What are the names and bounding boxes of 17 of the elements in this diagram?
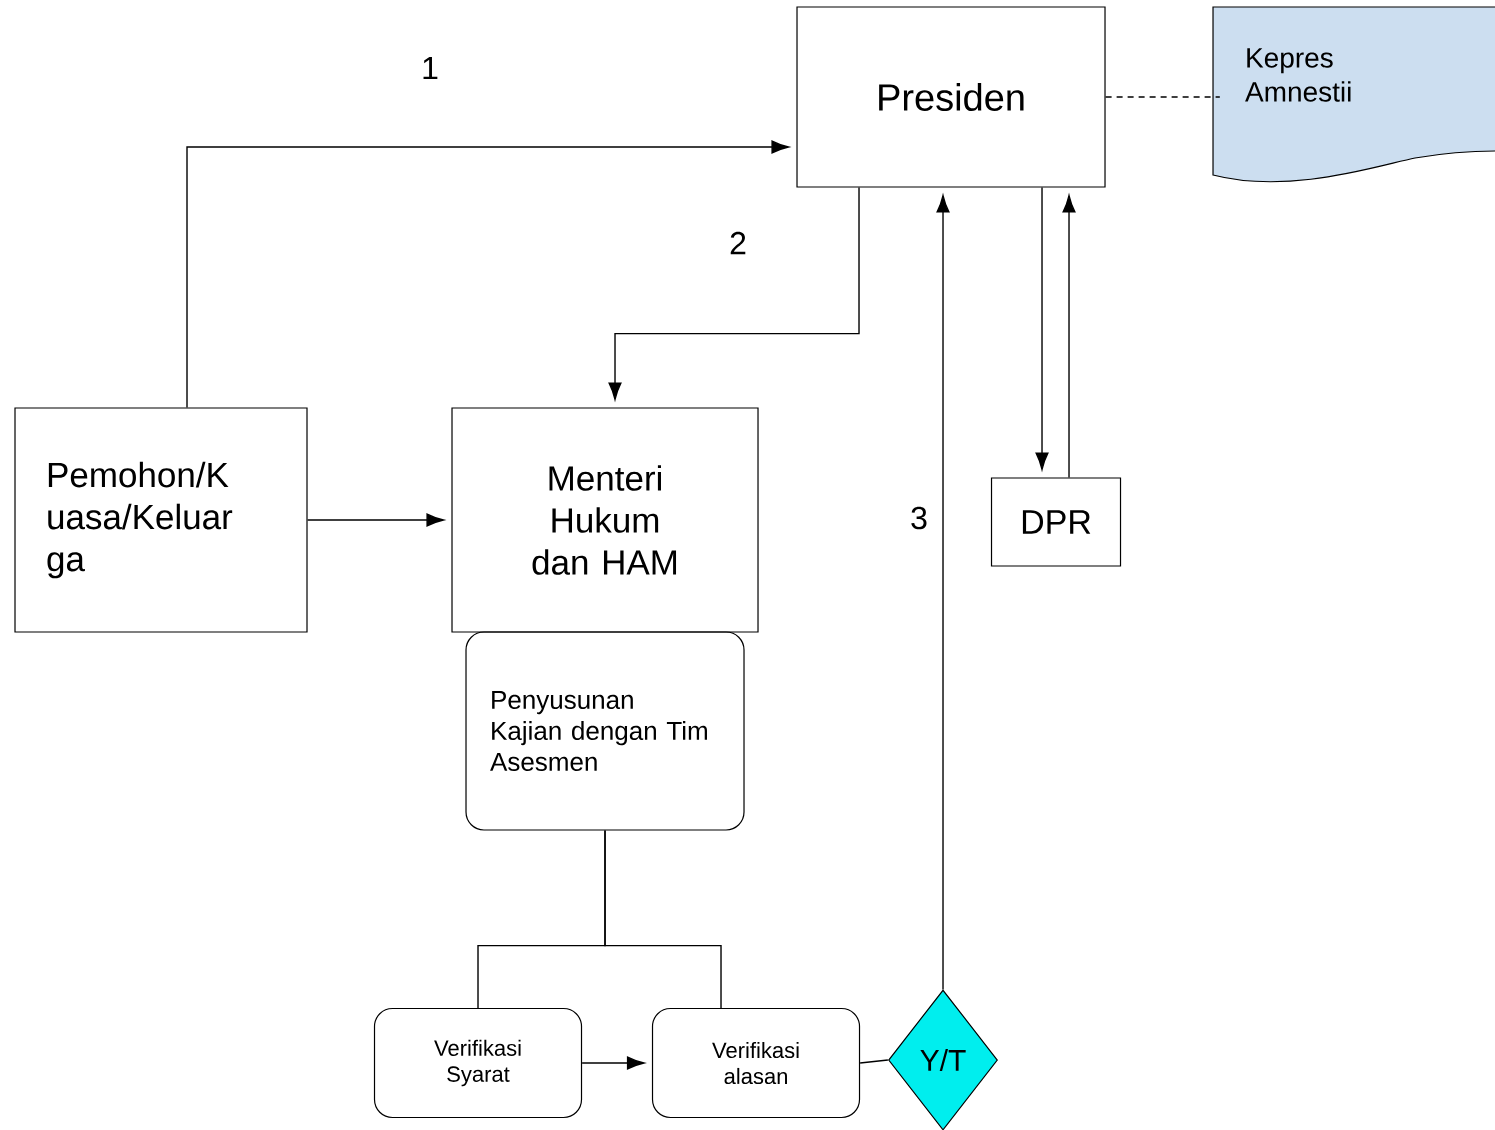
arrow — [581, 1056, 645, 1070]
arrow — [306, 513, 445, 527]
edge-label: 3 — [911, 506, 927, 530]
arrow — [1062, 195, 1076, 479]
rounded-box: Verifikasi alasan — [651, 1007, 861, 1119]
rounded-box: Verifikasi Syarat — [373, 1007, 583, 1119]
edge-label: 2 — [730, 231, 746, 255]
process-box: Menteri Hukum dan HAM — [451, 407, 759, 633]
arrow — [608, 186, 860, 401]
arrow — [1035, 186, 1049, 471]
arrow — [936, 195, 950, 991]
edge-label: 1 — [423, 57, 438, 79]
arrow — [186, 140, 790, 409]
process-box: DPR — [990, 477, 1122, 567]
process-box: Pemohon/K uasa/Keluar ga — [14, 407, 308, 633]
rounded-box: Penyusunan Kajian dengan Tim Asesmen — [465, 631, 745, 831]
process-box: Presiden — [796, 6, 1106, 188]
